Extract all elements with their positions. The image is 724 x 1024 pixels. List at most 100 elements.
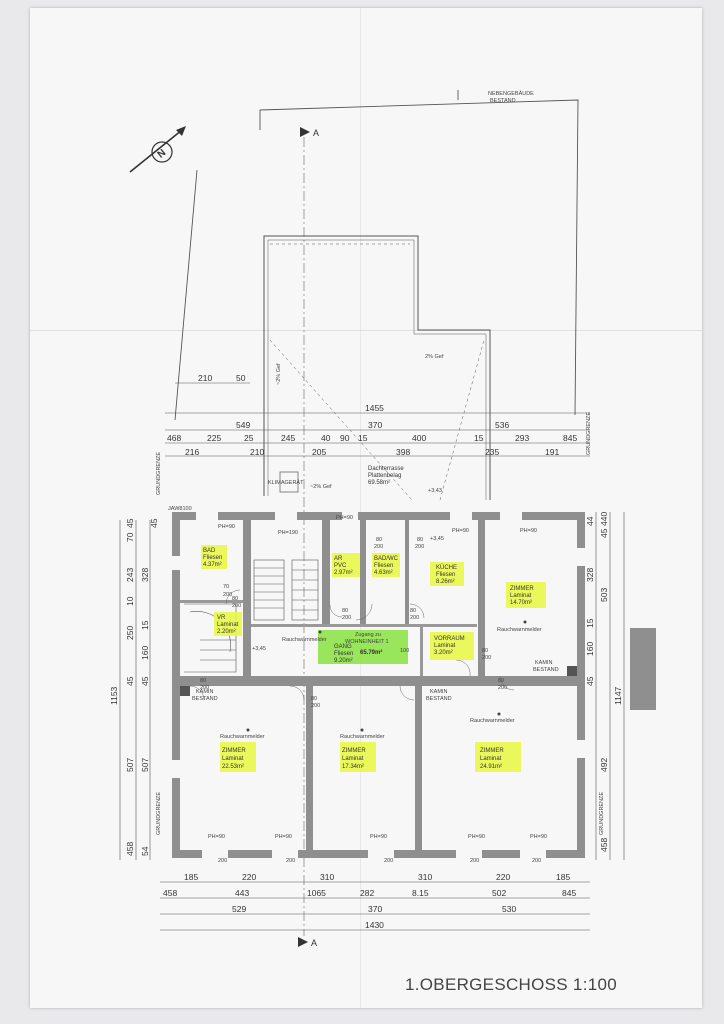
highlight-gang xyxy=(318,630,408,664)
door-height: 200 xyxy=(223,592,232,598)
total-area: 65.79m² xyxy=(360,649,382,656)
dim-text: 502 xyxy=(492,888,506,898)
climate-unit-slope: ~2% Gef xyxy=(310,484,332,490)
room-name: BAD/WC xyxy=(374,556,399,562)
room-area: 14.70m² xyxy=(510,600,532,606)
door-height: 200 xyxy=(384,858,393,864)
top-dimensions-a: 210 50 xyxy=(198,373,246,383)
property-boundary xyxy=(174,90,579,421)
top-dimensions-e: 216 210 205 398 235 191 xyxy=(185,447,559,457)
room-name: AR xyxy=(334,556,343,562)
smoke-detector: Rauchwarnmelder xyxy=(220,728,265,740)
room-name: ZIMMER xyxy=(342,748,366,754)
dim-text: 468 xyxy=(167,433,181,443)
dim-text: 245 xyxy=(281,433,295,443)
highlight-kueche xyxy=(430,562,464,586)
room-area: 22.53m² xyxy=(222,764,244,770)
dim-text: 328 xyxy=(140,568,150,582)
door-height: 200 xyxy=(232,603,241,609)
dim-text: 45 xyxy=(140,676,150,686)
dim-text: 160 xyxy=(585,642,595,656)
dim-text: 45 xyxy=(125,518,135,528)
room-label: BAD Fliesen 4.37m² xyxy=(203,548,222,568)
smoke-detector-label: Rauchwarnmelder xyxy=(497,627,542,633)
dim-text: 310 xyxy=(418,872,432,882)
dim-text: 45 xyxy=(125,676,135,686)
dim-text: 443 xyxy=(235,888,249,898)
dim-text: 210 xyxy=(250,447,264,457)
room-label: AR PVC 2.97m² xyxy=(334,556,353,576)
smoke-detector-label: Rauchwarnmelder xyxy=(282,637,327,643)
door-width: 80 xyxy=(232,596,238,602)
climate-unit-label: KLIMAGERÄT xyxy=(268,479,304,486)
room-label: KÜCHE Fliesen 8.26m² xyxy=(436,564,457,585)
smoke-detector: Rauchwarnmelder xyxy=(282,630,327,643)
door-width: 80 xyxy=(410,608,416,614)
parapet-label: PH=90 xyxy=(452,528,469,534)
highlight-zimmer-3 xyxy=(340,742,376,772)
door-height: 200 xyxy=(410,615,419,621)
property-line-label-left-top: GRUNDGRENZE xyxy=(156,452,162,495)
room-floor: Laminat xyxy=(222,756,244,762)
windows-bottom xyxy=(202,850,546,858)
door-height: 200 xyxy=(498,685,507,691)
parapet-label: PH=90 xyxy=(336,515,353,521)
right-dimensions: 44 440 45 328 503 15 160 45 492 458 1147 xyxy=(585,512,623,852)
paper-fold-horizontal xyxy=(30,330,702,331)
dim-text: 536 xyxy=(495,420,509,430)
level-mark-gang: +3,45 xyxy=(252,646,266,652)
section-marker-label-top: A xyxy=(313,128,319,138)
door-height: 200 xyxy=(286,858,295,864)
room-label: VORRAUM Laminat 3.20m² xyxy=(434,636,465,656)
highlight-zimmer-2 xyxy=(220,742,256,772)
room-floor: Fliesen xyxy=(334,651,353,657)
chimney-label-1: KAMIN xyxy=(535,660,552,666)
room-label: BAD/WC Fliesen 4.63m² xyxy=(374,556,399,576)
chimney-label-2: BESTAND xyxy=(533,667,559,673)
dim-text: 492 xyxy=(599,758,609,772)
door-size-labels: 80 200 80 200 70 200 80 200 80 200 80 20… xyxy=(200,537,541,864)
bottom-dimensions-c: 529 370 530 xyxy=(232,904,516,914)
dim-text: 15 xyxy=(585,618,595,628)
dim-text: 15 xyxy=(358,433,368,443)
dim-text: 15 xyxy=(140,620,150,630)
door-width: 80 xyxy=(311,696,317,702)
dim-text: 549 xyxy=(236,420,250,430)
terrace-outline xyxy=(263,235,491,501)
drawing-sheet xyxy=(30,8,702,1008)
parapet-label: PH=90 xyxy=(208,834,225,840)
parapet-label: PH=90 xyxy=(520,528,537,534)
room-area: 2.97m² xyxy=(334,570,353,576)
dim-text: 370 xyxy=(368,420,382,430)
paper-fold-vertical xyxy=(360,8,361,1008)
building-walls xyxy=(172,512,585,858)
dim-text: 529 xyxy=(232,904,246,914)
door-height: 200 xyxy=(342,615,351,621)
door-height: 200 xyxy=(532,858,541,864)
dim-text: 185 xyxy=(556,872,570,882)
top-dimensions-c: 549 370 536 xyxy=(236,420,509,430)
dim-text: 310 xyxy=(320,872,334,882)
left-dimensions: 45 70 45 243 328 10 250 15 160 45 45 507… xyxy=(109,518,159,856)
door-height: 200 xyxy=(218,858,227,864)
dim-text: 54 xyxy=(140,846,150,856)
top-dimension-lines xyxy=(165,382,590,457)
room-name: BAD xyxy=(203,548,216,554)
room-label: ZIMMER Laminat 22.53m² xyxy=(222,748,246,770)
chimney-label-6: BESTAND xyxy=(426,696,452,702)
room-label: ZIMMER Laminat 24.91m² xyxy=(480,748,504,770)
parapet-label: PH=90 xyxy=(275,834,292,840)
highlight-vorraum xyxy=(430,632,474,660)
dim-text: 370 xyxy=(368,904,382,914)
dim-text: 205 xyxy=(312,447,326,457)
slope-label-1: ~2% Gef xyxy=(276,363,282,385)
chimney-label-5: KAMIN xyxy=(430,689,447,695)
door-width: 80 xyxy=(342,608,348,614)
room-label: ZIMMER Laminat 14.70m² xyxy=(510,586,534,606)
dim-text: 25 xyxy=(244,433,254,443)
property-line-label-left-bottom: GRUNDGRENZE xyxy=(156,792,162,835)
level-mark-kitchen: +3,45 xyxy=(430,536,444,542)
dim-total-right: 1147 xyxy=(613,686,623,705)
door-width: 80 xyxy=(200,678,206,684)
room-area: 17.34m² xyxy=(342,764,364,770)
